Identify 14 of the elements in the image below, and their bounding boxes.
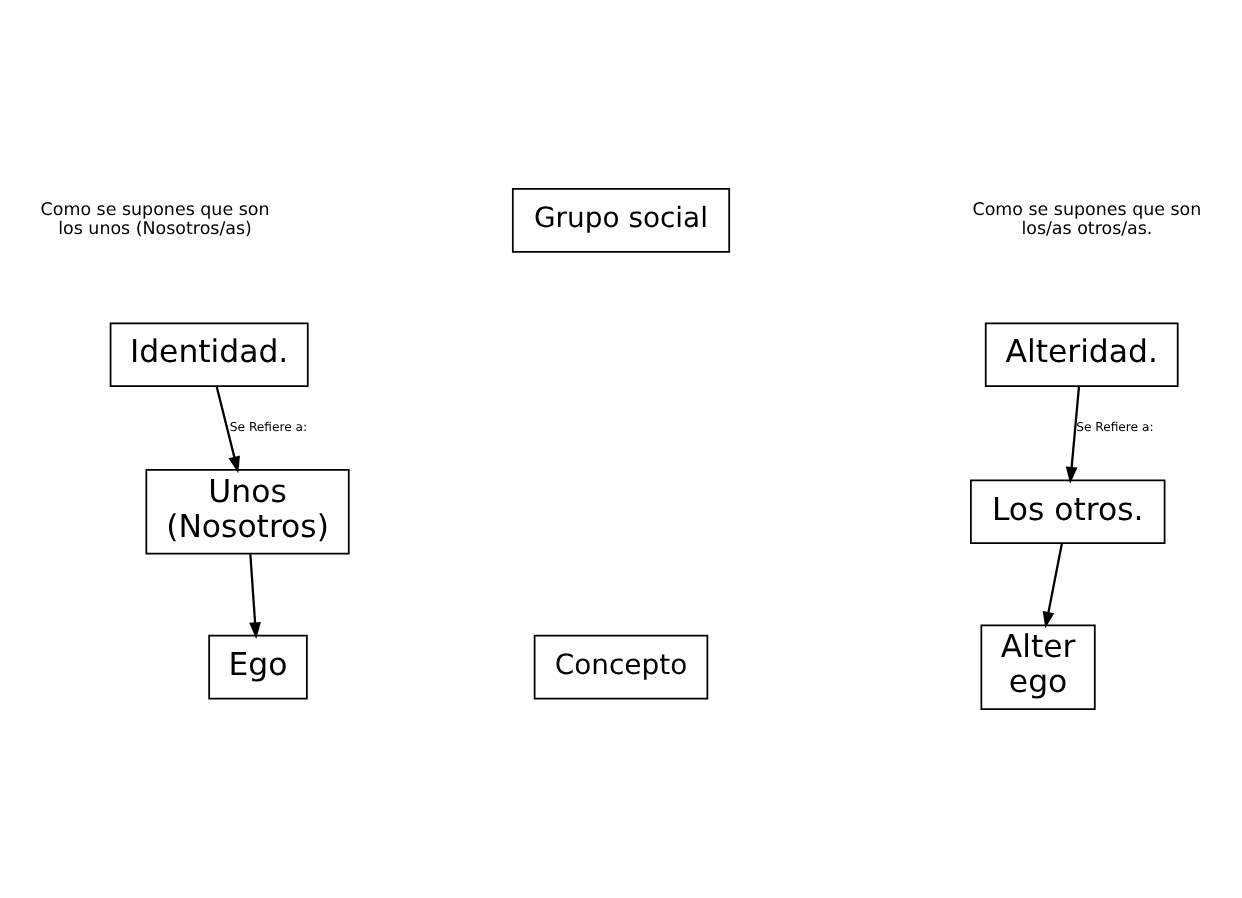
arrow [215, 386, 240, 474]
node-box: Identidad. [109, 322, 309, 388]
arrow [249, 554, 261, 640]
arrow [1065, 386, 1081, 484]
node-box: Alter ego [980, 624, 1096, 710]
arrow [1042, 543, 1063, 629]
label: Como se supones que son los unos (Nosotros/as) [40, 201, 270, 241]
label: Como se supones que son los/as otros/as. [972, 201, 1202, 241]
node-box: Los otros. [970, 479, 1166, 545]
node-box: Unos (Nosotros) [145, 469, 350, 555]
node-box: Alteridad. [984, 322, 1179, 388]
node-box: Ego [208, 634, 308, 700]
node-box: Concepto [533, 634, 709, 700]
node-box: Grupo social [511, 188, 731, 253]
